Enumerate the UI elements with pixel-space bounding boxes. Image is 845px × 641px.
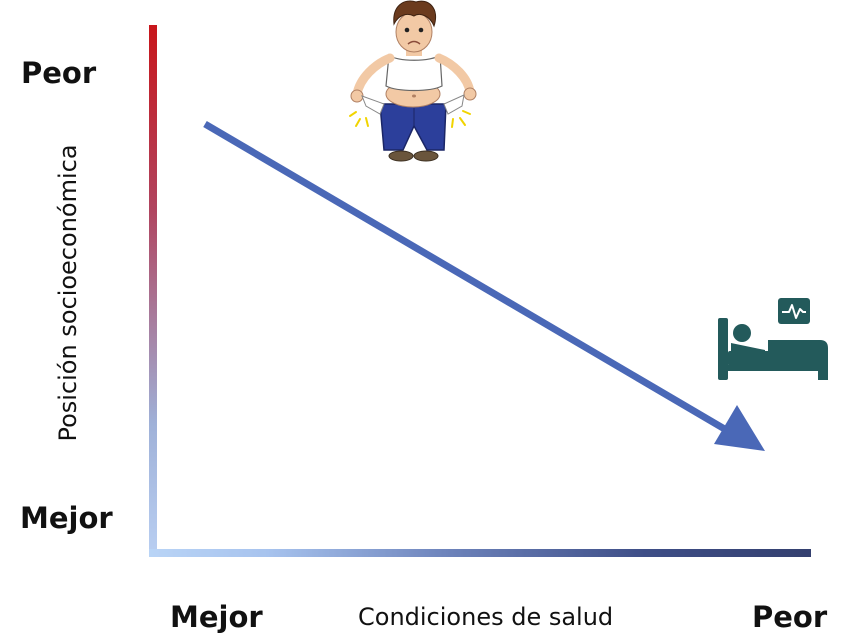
x-axis-line <box>149 549 811 557</box>
x-axis-right-label: Peor <box>752 600 828 634</box>
x-axis-left-label: Mejor <box>170 600 263 634</box>
y-axis-line <box>149 25 157 557</box>
y-axis-top-label: Peor <box>21 56 97 90</box>
y-axis-bottom-label: Mejor <box>20 501 113 535</box>
x-axis-title: Condiciones de salud <box>358 603 614 631</box>
